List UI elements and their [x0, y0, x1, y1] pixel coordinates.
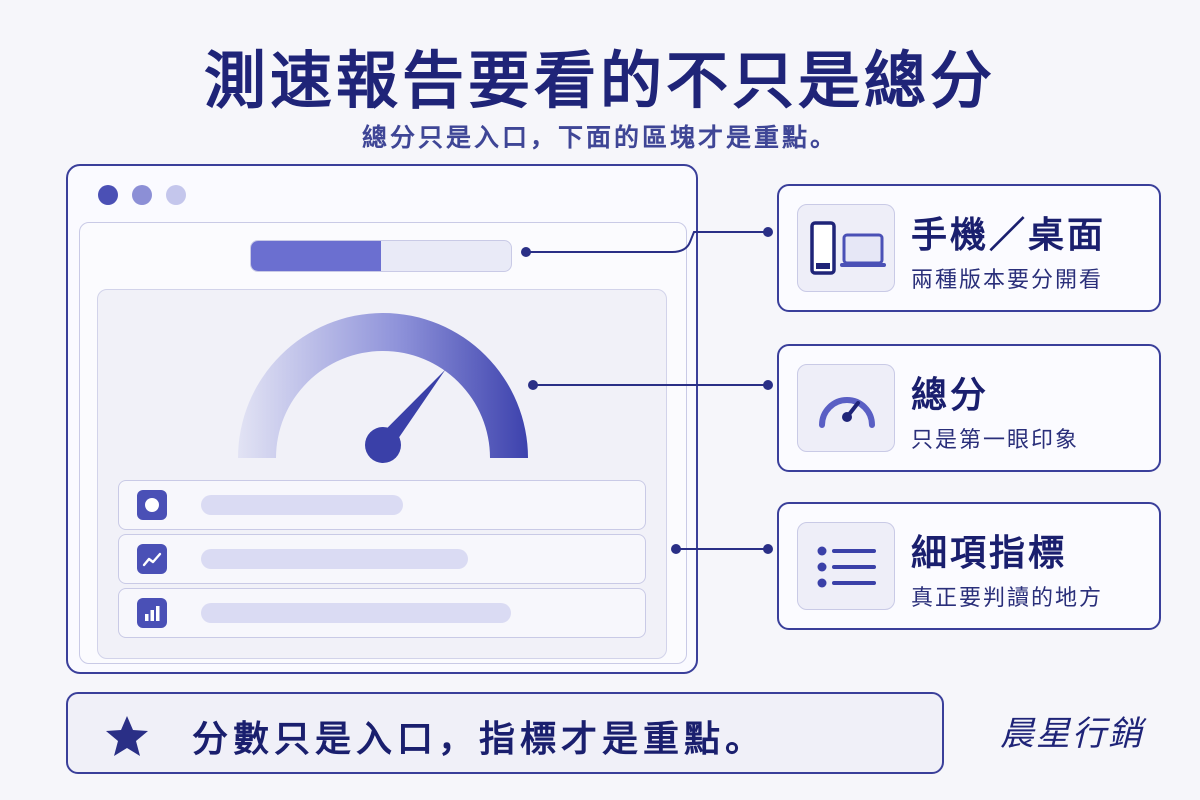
trend-line-icon	[137, 544, 167, 574]
brand-signature: 晨星行銷	[1000, 714, 1144, 754]
metric-bar-2	[201, 549, 468, 569]
circle-icon	[137, 490, 167, 520]
metric-bar-3	[201, 603, 511, 623]
list-icon	[797, 522, 895, 610]
gauge-icon	[238, 313, 528, 463]
window-dot-1	[98, 185, 118, 205]
window-dot-3	[166, 185, 186, 205]
device-tab-bar	[250, 240, 512, 272]
gauge-icon	[797, 364, 895, 452]
gauge-hub	[365, 427, 401, 463]
callout-score: 總分 只是第一眼印象	[777, 344, 1161, 472]
callout-title: 總分	[911, 375, 990, 416]
metric-row-1	[118, 480, 646, 530]
page-subtitle: 總分只是入口，下面的區塊才是重點。	[361, 123, 838, 152]
device-tab-active	[251, 241, 381, 271]
window-dot-2	[132, 185, 152, 205]
callout-device: 手機／桌面 兩種版本要分開看	[777, 184, 1161, 312]
star-icon	[106, 716, 148, 756]
callout-description: 兩種版本要分開看	[911, 268, 1104, 293]
device-icon	[797, 204, 895, 292]
page-title: 測速報告要看的不只是總分	[203, 44, 996, 117]
callout-title: 細項指標	[911, 533, 1068, 574]
callout-description: 真正要判讀的地方	[911, 586, 1104, 611]
metric-row-2	[118, 534, 646, 584]
callout-title: 手機／桌面	[911, 215, 1107, 256]
bar-chart-icon	[137, 598, 167, 628]
banner-text: 分數只是入口，指標才是重點。	[192, 719, 767, 760]
gauge-arc	[238, 313, 528, 458]
browser-mockup	[66, 164, 698, 674]
metric-bar-1	[201, 495, 403, 515]
report-panel	[97, 289, 667, 659]
connector-device	[526, 231, 768, 253]
key-message-banner: 分數只是入口，指標才是重點。	[66, 692, 944, 774]
metric-row-3	[118, 588, 646, 638]
callout-metrics: 細項指標 真正要判讀的地方	[777, 502, 1161, 630]
report-page	[79, 222, 687, 664]
callout-description: 只是第一眼印象	[911, 428, 1080, 453]
